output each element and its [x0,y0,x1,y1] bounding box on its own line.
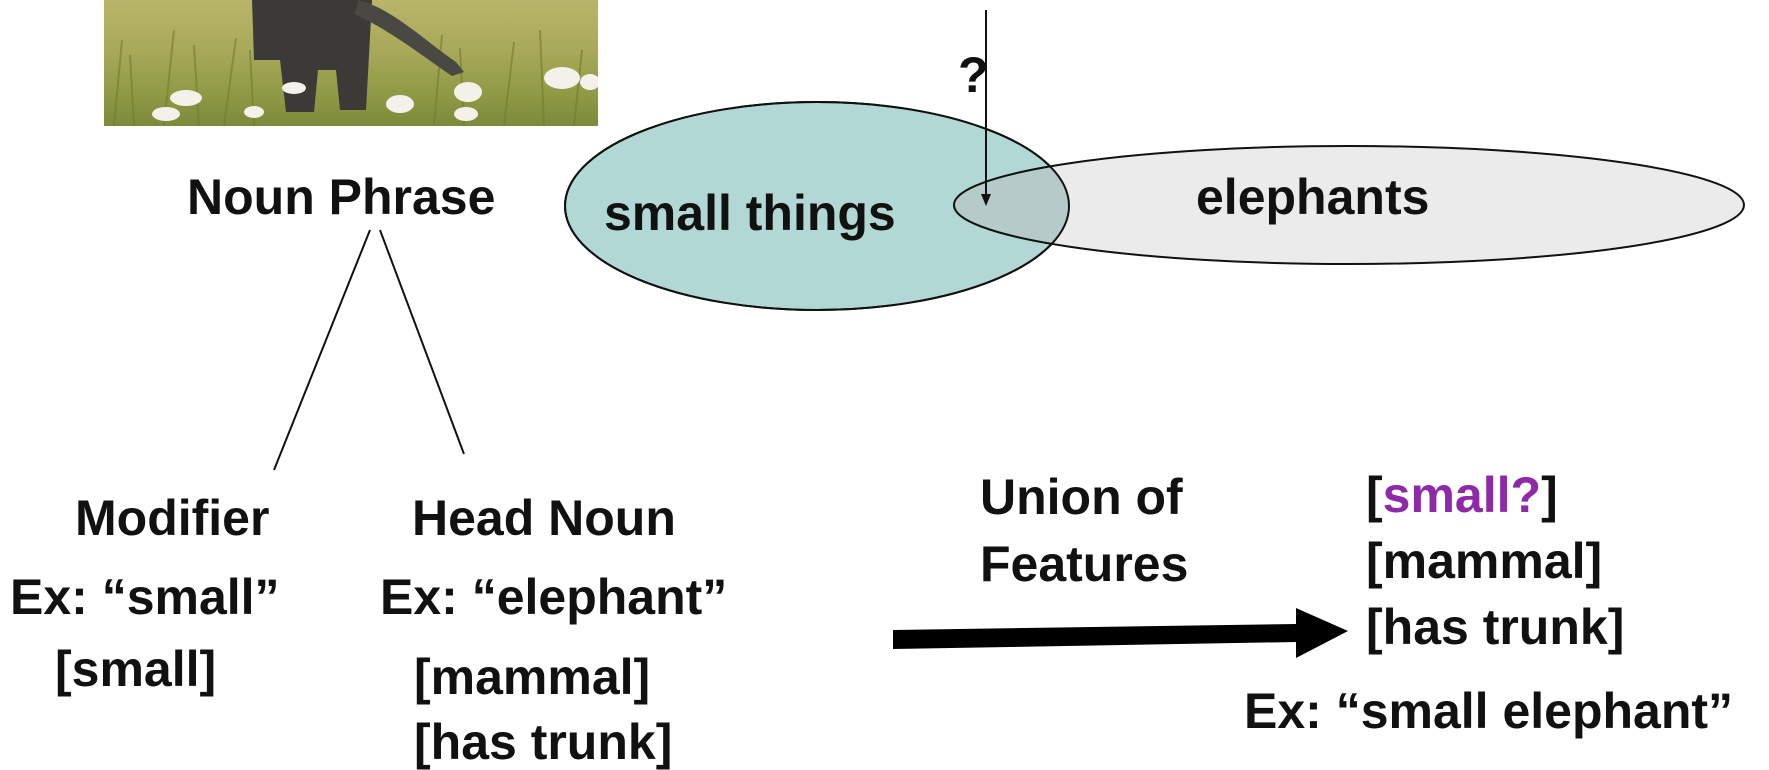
venn-overlap [953,145,1069,265]
modifier-example: Ex: “small” [10,569,280,625]
modifier-label: Modifier [75,490,270,546]
head-noun-label: Head Noun [412,490,676,546]
elephants-label: elephants [1196,169,1430,225]
head-noun-example: Ex: “elephant” [380,569,728,625]
bracket-open: [ [1366,467,1383,523]
elephant-photo [104,0,598,126]
head-noun-feature-mammal: [mammal] [414,649,651,705]
noun-phrase-label: Noun Phrase [187,169,496,225]
elephant-photo-art [113,0,598,126]
union-label-line2: Features [980,536,1189,592]
union-example: Ex: “small elephant” [1244,683,1734,739]
overlap-question-mark: ? [958,47,989,103]
small-things-label: small things [604,185,896,241]
union-feature-trunk: [has trunk] [1366,599,1625,655]
union-arrow [893,608,1348,658]
bracket-close: ] [1541,467,1558,523]
union-feature-mammal: [mammal] [1366,533,1603,589]
branch-to-head-noun [379,229,465,455]
branch-to-modifier [273,229,371,471]
union-label-line1: Union of [980,469,1183,525]
union-feature-small: [small?] [1366,470,1558,520]
head-noun-feature-trunk: [has trunk] [414,714,673,770]
small-uncertain-feature: small? [1382,467,1542,523]
modifier-feature: [small] [55,641,217,697]
